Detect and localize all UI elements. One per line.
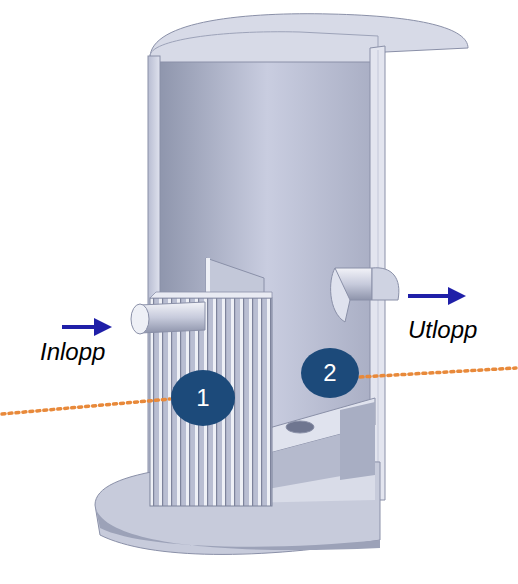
callout-number: 2 — [323, 361, 336, 385]
flow-label: Utlopp — [408, 318, 477, 342]
callout-number: 1 — [196, 386, 209, 410]
flow-label: Inlopp — [40, 340, 105, 364]
callout-circle: 1 — [171, 370, 235, 426]
callout-circle: 2 — [301, 348, 359, 398]
